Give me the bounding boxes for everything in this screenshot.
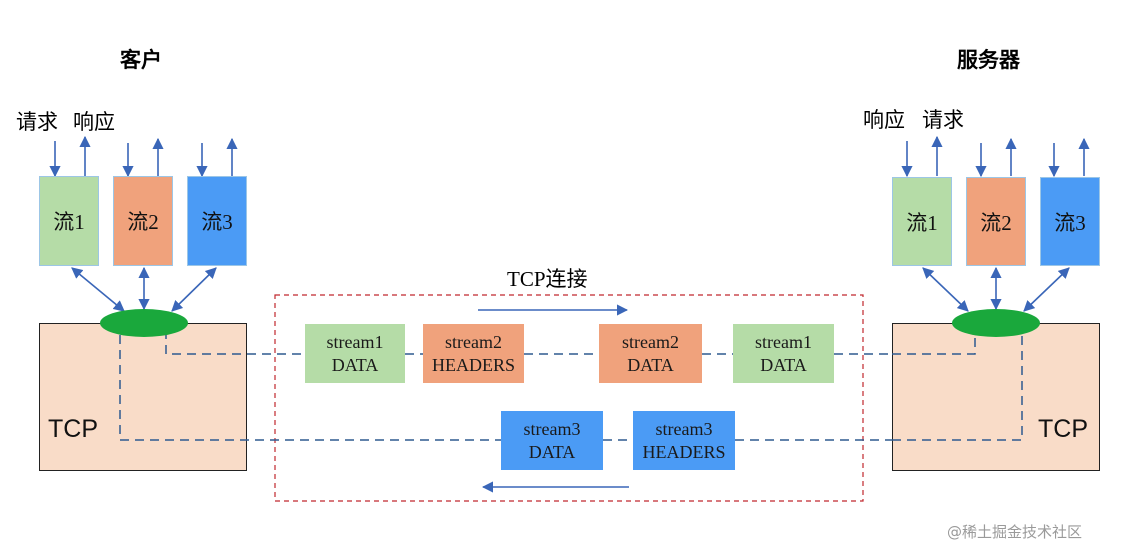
client-response-label: 响应 [73, 110, 115, 134]
server-response-label: 响应 [863, 108, 905, 132]
watermark: @稀土掘金技术社区 [947, 523, 1083, 541]
server-stream-3: 流3 [1040, 177, 1100, 266]
frame-line1: stream1 [755, 331, 812, 352]
client-stream1-mux-arrow [71, 267, 125, 312]
server-tcp-label: TCP [1038, 415, 1088, 443]
frame-line2: HEADERS [431, 354, 515, 375]
server-stream-1: 流1 [892, 177, 952, 266]
frame-line2: HEADERS [642, 441, 726, 462]
server-tcp-box [892, 323, 1100, 471]
frame-stream2-headers: stream2 HEADERS [423, 324, 524, 383]
server-stream3-mux-arrow [1023, 267, 1070, 312]
frame-line1: stream1 [326, 331, 384, 352]
server-stream-2: 流2 [966, 177, 1026, 266]
frame-line1: stream3 [523, 418, 581, 439]
frame-line1: stream2 [445, 331, 502, 352]
frame-line1: stream2 [622, 331, 679, 352]
client-title: 客户 [120, 48, 162, 72]
frame-line2: DATA [331, 354, 379, 375]
frame-stream3-headers: stream3 HEADERS [633, 411, 735, 470]
server-mux-ellipse [952, 309, 1040, 337]
client-tcp-box [39, 323, 247, 471]
client-mux-ellipse [100, 309, 188, 337]
frame-stream1-data-right: stream1 DATA [733, 324, 834, 383]
server-title: 服务器 [957, 48, 1020, 72]
client-tcp-label: TCP [48, 415, 98, 443]
frame-line2: DATA [760, 354, 807, 375]
tcp-connection-title: TCP连接 [507, 267, 588, 291]
client-request-label: 请求 [16, 110, 58, 134]
server-request-label: 请求 [922, 108, 964, 132]
client-stream-3: 流3 [187, 176, 247, 266]
client-io-arrows [49, 135, 238, 178]
client-stream-2: 流2 [113, 176, 173, 266]
frame-line2: DATA [627, 354, 674, 375]
server-lower-path-overlay [892, 335, 1023, 441]
server-upper-path-overlay [892, 330, 976, 355]
tcp-connection-frame [274, 294, 864, 502]
client-stream3-mux-arrow [171, 267, 217, 312]
client-stream-1: 流1 [39, 176, 99, 266]
frame-line2: DATA [528, 441, 576, 462]
frame-stream3-data: stream3 DATA [501, 411, 603, 470]
server-io-arrows [901, 135, 1090, 178]
frame-stream2-data: stream2 DATA [599, 324, 702, 383]
frame-stream1-data-left: stream1 DATA [305, 324, 405, 383]
client-upper-path-overlay [165, 330, 247, 355]
frame-line1: stream3 [655, 418, 713, 439]
server-stream1-mux-arrow [922, 267, 969, 312]
mux-arrows [71, 266, 1070, 312]
